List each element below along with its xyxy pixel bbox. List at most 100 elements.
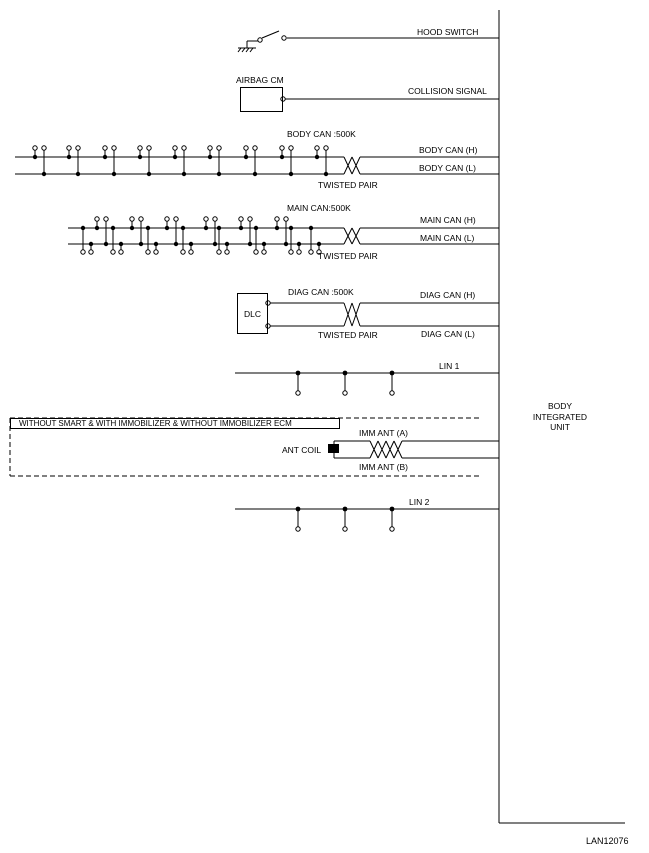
main-can-terminal <box>94 216 100 222</box>
body-can-junction <box>172 154 178 160</box>
lin1-terminal <box>389 390 395 396</box>
body-can-terminal <box>243 145 249 151</box>
main-can-terminal <box>216 249 222 255</box>
main-can-junction <box>94 225 100 231</box>
main-can-terminal <box>118 249 124 255</box>
diagram-id: LAN12076 <box>586 836 629 846</box>
lin1-junction <box>342 370 348 376</box>
main-can-h-label: MAIN CAN (H) <box>420 215 476 225</box>
body-can-junction <box>288 171 294 177</box>
body-can-junction <box>314 154 320 160</box>
main-can-junction <box>274 225 280 231</box>
main-can-junction <box>288 225 294 231</box>
body-integrated-unit-label: BODY INTEGRATED UNIT <box>520 401 600 433</box>
body-can-h-label: BODY CAN (H) <box>419 145 478 155</box>
main-can-junction <box>296 241 302 247</box>
lin2-terminal <box>342 526 348 532</box>
body-can-junction <box>243 154 249 160</box>
lin2-junction <box>389 506 395 512</box>
main-can-junction <box>153 241 159 247</box>
body-can-junction <box>41 171 47 177</box>
body-can-junction <box>137 154 143 160</box>
imm-ant-a-label: IMM ANT (A) <box>359 428 408 438</box>
body-can-terminal <box>172 145 178 151</box>
main-can-title: MAIN CAN:500K <box>287 203 351 213</box>
main-can-terminal <box>274 216 280 222</box>
body-can-terminal <box>66 145 72 151</box>
main-can-junction <box>164 225 170 231</box>
body-can-title: BODY CAN :500K <box>287 129 356 139</box>
body-can-terminal <box>102 145 108 151</box>
unit-label-line1: BODY <box>547 401 573 411</box>
collision-signal-label: COLLISION SIGNAL <box>408 86 487 96</box>
body-can-terminal <box>252 145 258 151</box>
diag-can-l-label: DIAG CAN (L) <box>421 329 475 339</box>
body-can-terminal <box>32 145 38 151</box>
body-can-junction <box>279 154 285 160</box>
main-can-terminal <box>288 249 294 255</box>
body-can-terminal <box>323 145 329 151</box>
main-can-junction <box>103 241 109 247</box>
body-can-terminal <box>216 145 222 151</box>
main-can-junction <box>212 241 218 247</box>
main-can-junction <box>308 225 314 231</box>
main-can-terminal <box>212 216 218 222</box>
diag-can-h-label: DIAG CAN (H) <box>420 290 476 300</box>
hood-switch-label: HOOD SWITCH <box>417 27 479 37</box>
main-can-junction <box>118 241 124 247</box>
body-can-terminal <box>111 145 117 151</box>
body-can-terminal <box>137 145 143 151</box>
main-can-terminal <box>110 249 116 255</box>
main-can-junction <box>224 241 230 247</box>
imm-ant-b-label: IMM ANT (B) <box>359 462 408 472</box>
body-can-junction <box>252 171 258 177</box>
main-can-terminal <box>88 249 94 255</box>
main-can-terminal <box>164 216 170 222</box>
main-can-terminal <box>103 216 109 222</box>
main-can-terminal <box>173 216 179 222</box>
lin1-label: LIN 1 <box>439 361 460 371</box>
lin2-junction <box>295 506 301 512</box>
body-can-terminal <box>288 145 294 151</box>
lin2-terminal <box>389 526 395 532</box>
body-can-terminal <box>146 145 152 151</box>
body-can-terminal <box>207 145 213 151</box>
body-can-junction <box>216 171 222 177</box>
body-can-junction <box>102 154 108 160</box>
main-can-terminal <box>296 249 302 255</box>
main-can-twisted-label: TWISTED PAIR <box>318 251 378 261</box>
main-can-terminal <box>308 249 314 255</box>
main-can-terminal <box>203 216 209 222</box>
main-can-junction <box>283 241 289 247</box>
body-can-terminal <box>75 145 81 151</box>
main-can-terminal <box>145 249 151 255</box>
body-can-junction <box>32 154 38 160</box>
body-can-junction <box>66 154 72 160</box>
body-can-terminal <box>41 145 47 151</box>
lin1-terminal <box>295 390 301 396</box>
unit-label-line2: INTEGRATED <box>532 411 588 422</box>
main-can-junction <box>88 241 94 247</box>
body-can-terminal <box>279 145 285 151</box>
body-can-l-label: BODY CAN (L) <box>419 163 476 173</box>
main-can-junction <box>261 241 267 247</box>
lin1-junction <box>389 370 395 376</box>
main-can-terminal <box>224 249 230 255</box>
body-can-junction <box>323 171 329 177</box>
body-can-junction <box>146 171 152 177</box>
airbag-cm-label: AIRBAG CM <box>236 75 284 85</box>
main-can-junction <box>129 225 135 231</box>
main-can-terminal <box>138 216 144 222</box>
lin2-terminal <box>295 526 301 532</box>
main-can-junction <box>110 225 116 231</box>
main-can-junction <box>173 241 179 247</box>
main-can-terminal <box>283 216 289 222</box>
body-can-junction <box>181 171 187 177</box>
lin2-label: LIN 2 <box>409 497 430 507</box>
main-can-junction <box>216 225 222 231</box>
main-can-terminal <box>247 216 253 222</box>
unit-label-line3: UNIT <box>550 422 570 432</box>
main-can-terminal <box>80 249 86 255</box>
